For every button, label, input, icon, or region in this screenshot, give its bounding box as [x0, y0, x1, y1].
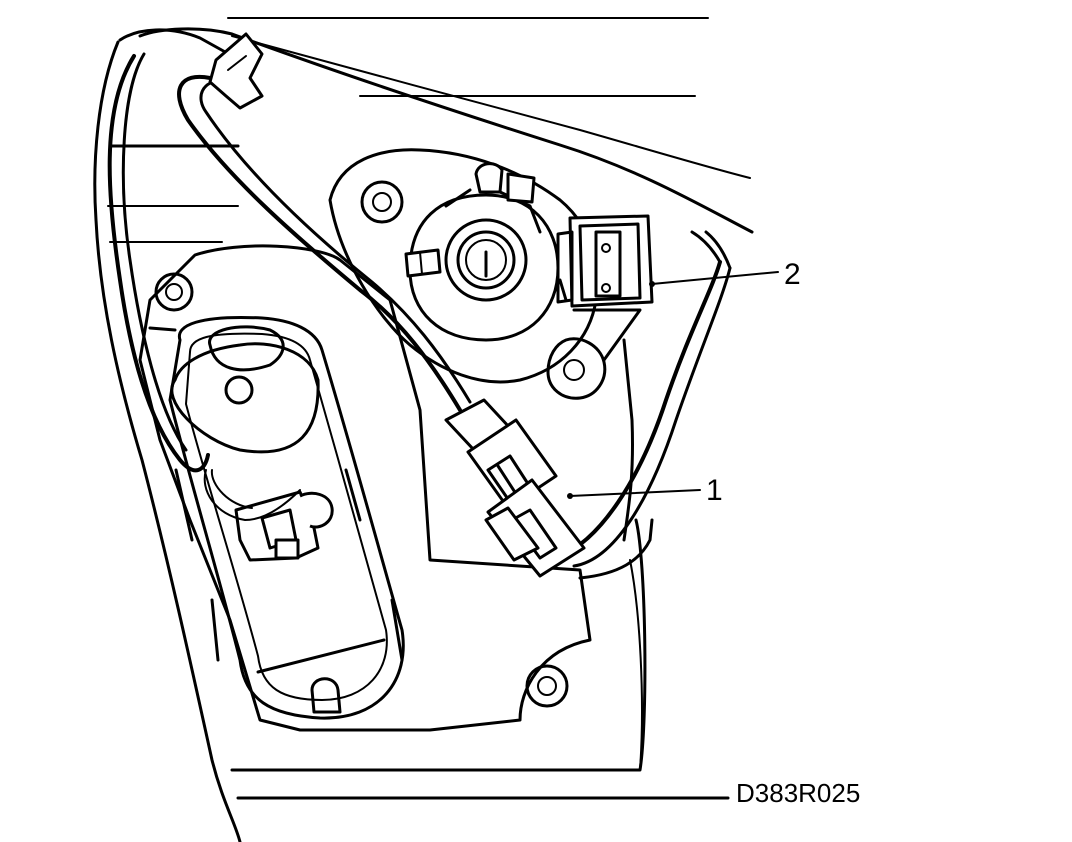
connector-1	[444, 398, 586, 578]
figure-reference-code: D383R025	[736, 778, 860, 808]
side-bulb-holder	[168, 315, 405, 720]
callout-number-2: 2	[784, 258, 801, 291]
callout-1: 1	[567, 474, 723, 507]
connector-2	[556, 214, 654, 542]
main-bulb-socket	[328, 148, 607, 400]
lamp-housing	[138, 244, 730, 800]
body-panel-outline	[93, 17, 754, 842]
callout-2: 2	[649, 258, 801, 291]
callout-number-1: 1	[706, 474, 723, 507]
wire-harness	[107, 28, 732, 580]
